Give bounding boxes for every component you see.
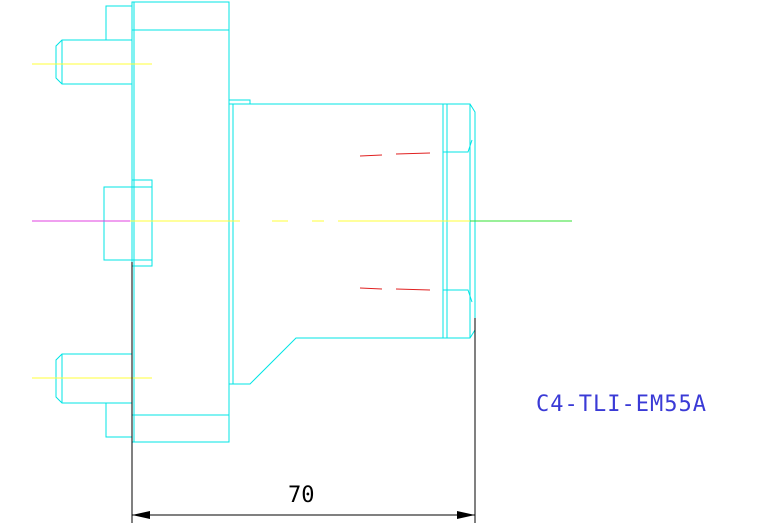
- hidden-bore: [359, 139, 473, 303]
- upper-bolt: [32, 39, 152, 85]
- dimension-arrow-left: [132, 511, 150, 519]
- shank-body: [229, 99, 444, 385]
- center-pin: [103, 179, 153, 267]
- clamp-flange: [131, 1, 230, 443]
- dimension-arrow-right: [457, 511, 475, 519]
- dimension-label: 70: [288, 483, 315, 508]
- dimension-70: [131, 262, 476, 523]
- part-number-label: C4-TLI-EM55A: [536, 392, 707, 417]
